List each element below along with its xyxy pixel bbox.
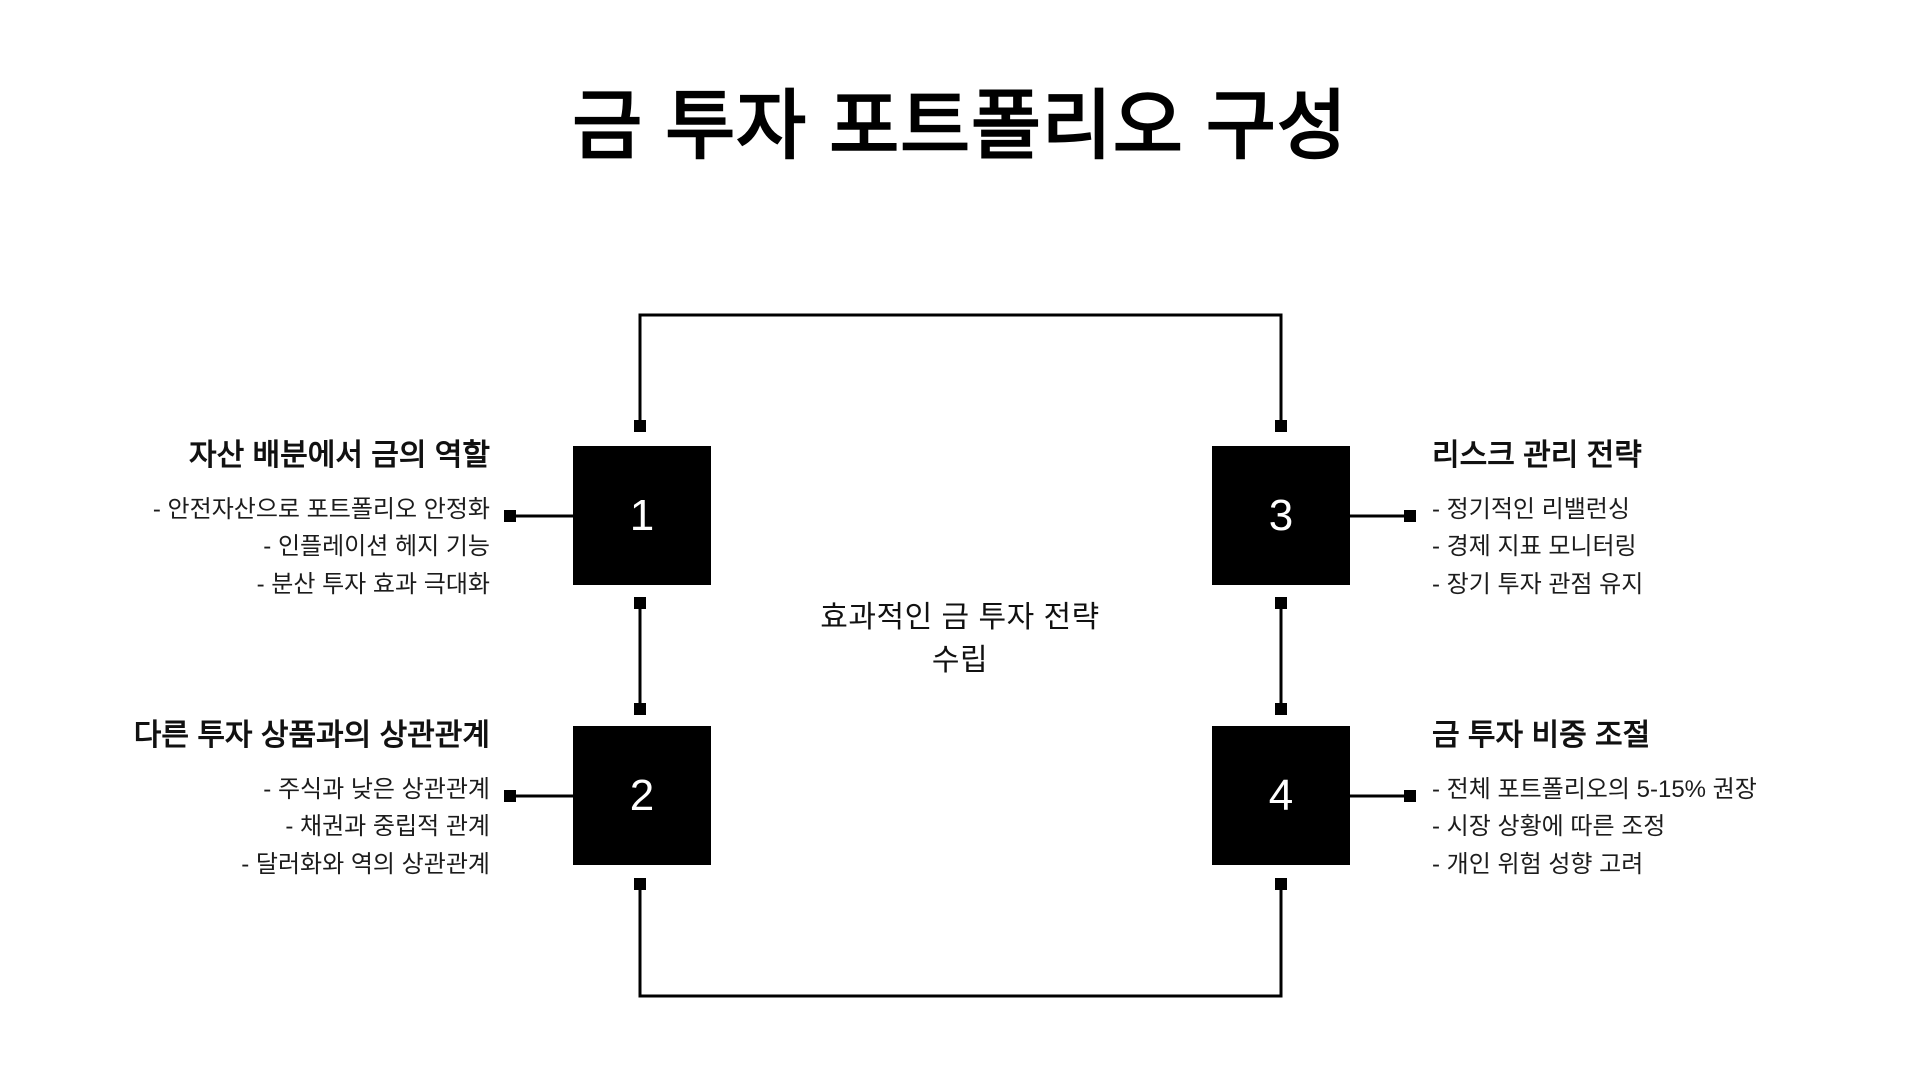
node-label-4-item-3: - 개인 위험 성향 고려 xyxy=(1432,851,1644,879)
node-label-1-item-2: - 인플레이션 헤지 기능 xyxy=(263,533,490,561)
node-label-1: 자산 배분에서 금의 역할 - 안전자산으로 포트폴리오 안정화 - 인플레이션… xyxy=(70,437,490,604)
connector-box1-label xyxy=(504,510,575,522)
node-label-2-title: 다른 투자 상품과의 상관관계 xyxy=(133,719,490,752)
node-label-1-title: 자산 배분에서 금의 역할 xyxy=(188,439,490,472)
node-label-4-item-1: - 전체 포트폴리오의 5-15% 권장 xyxy=(1432,775,1757,803)
node-label-1-item-1: - 안전자산으로 포트폴리오 안정화 xyxy=(152,495,490,523)
node-label-3-title: 리스크 관리 전략 xyxy=(1432,439,1642,472)
node-label-4-item-2: - 시장 상황에 따른 조정 xyxy=(1432,813,1666,841)
node-label-1-item-3: - 분산 투자 효과 극대화 xyxy=(256,571,490,599)
node-label-2-item-3: - 달러화와 역의 상관관계 xyxy=(241,851,490,879)
node-number-1: 1 xyxy=(629,490,655,540)
node-label-2: 다른 투자 상품과의 상관관계 - 주식과 낮은 상관관계 - 채권과 중립적 … xyxy=(70,717,490,884)
node-label-3-item-3: - 장기 투자 관점 유지 xyxy=(1432,571,1644,599)
node-label-4: 금 투자 비중 조절 - 전체 포트폴리오의 5-15% 권장 - 시장 상황에… xyxy=(1432,717,1852,884)
center-caption: 효과적인 금 투자 전략 수립 xyxy=(700,597,1220,682)
connector-box3-box4 xyxy=(1275,597,1287,715)
connector-box1-box2 xyxy=(634,597,646,715)
center-caption-line-2: 수립 xyxy=(931,643,989,677)
node-box-3[interactable]: 3 xyxy=(1212,446,1350,585)
connector-box3-label xyxy=(1348,510,1416,522)
node-label-4-title: 금 투자 비중 조절 xyxy=(1432,719,1651,752)
node-box-4[interactable]: 4 xyxy=(1212,726,1350,865)
node-label-3: 리스크 관리 전략 - 정기적인 리밸런싱 - 경제 지표 모니터링 - 장기 … xyxy=(1432,437,1852,604)
node-label-2-item-1: - 주식과 낮은 상관관계 xyxy=(263,775,490,803)
node-box-1[interactable]: 1 xyxy=(573,446,711,585)
connector-top-bracket xyxy=(634,313,1287,432)
node-number-3: 3 xyxy=(1268,490,1294,540)
center-caption-line-1: 효과적인 금 투자 전략 xyxy=(820,601,1100,634)
page-title: 금 투자 포트폴리오 구성 xyxy=(572,84,1348,169)
connector-bottom-bracket xyxy=(634,878,1287,998)
node-label-3-item-2: - 경제 지표 모니터링 xyxy=(1432,533,1637,561)
node-number-4: 4 xyxy=(1268,770,1294,820)
node-box-2[interactable]: 2 xyxy=(573,726,711,865)
node-number-2: 2 xyxy=(629,770,655,820)
node-label-2-item-2: - 채권과 중립적 관계 xyxy=(285,813,490,841)
connector-box2-label xyxy=(504,790,575,802)
connector-box4-label xyxy=(1348,790,1416,802)
node-label-3-item-1: - 정기적인 리밸런싱 xyxy=(1432,495,1630,523)
